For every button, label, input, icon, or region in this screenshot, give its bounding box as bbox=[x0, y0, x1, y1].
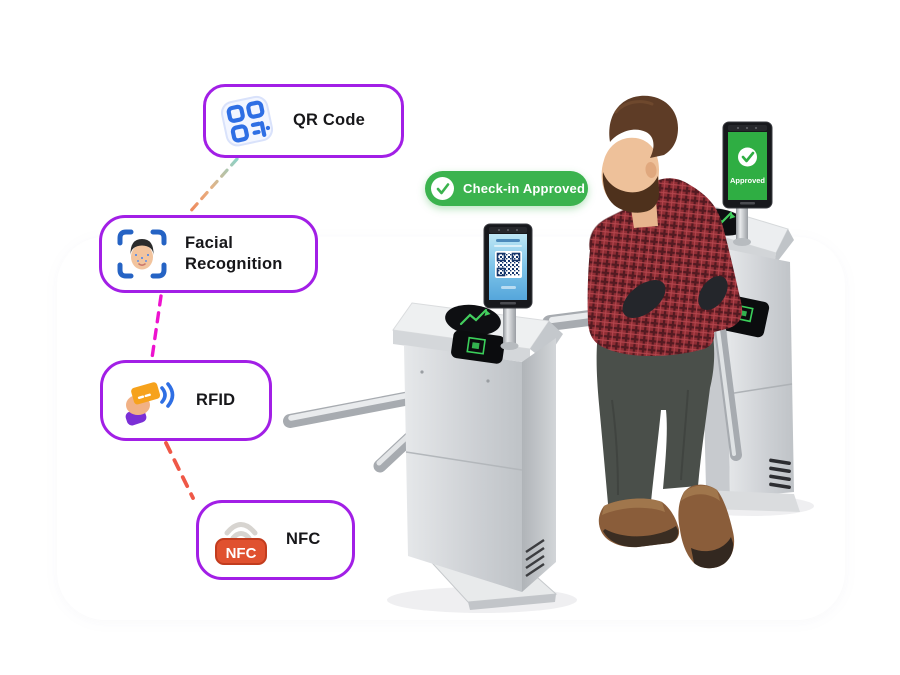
ear bbox=[645, 162, 657, 178]
exit-screen-label: Approved bbox=[730, 176, 765, 185]
entry-reader-circle bbox=[445, 304, 501, 336]
exit-screen: Approved bbox=[722, 121, 773, 209]
elbow-patch-right bbox=[698, 275, 728, 311]
status-badge-label: Check-in Approved bbox=[463, 181, 586, 196]
elbow-patch-left bbox=[622, 280, 666, 318]
checkin-approved-badge: Check-in Approved bbox=[425, 171, 588, 206]
entry-screen bbox=[483, 223, 533, 309]
nfc-badge-text: NFC bbox=[226, 545, 257, 562]
facial-recognition-icon bbox=[115, 227, 169, 281]
person-walking bbox=[587, 95, 743, 569]
connector-lines bbox=[150, 157, 239, 500]
boots bbox=[598, 484, 735, 569]
nfc-icon: NFC bbox=[212, 512, 270, 568]
method-pill-rfid: RFID bbox=[100, 360, 272, 441]
connector-qr-to-facial bbox=[186, 157, 239, 216]
check-circle-icon bbox=[431, 177, 454, 200]
entry-turnstile bbox=[283, 223, 577, 613]
method-label: Facial Recognition bbox=[185, 233, 283, 273]
qr-code-icon bbox=[215, 88, 281, 154]
method-label: RFID bbox=[196, 390, 236, 409]
connector-facial-to-rfid bbox=[150, 294, 163, 360]
method-label: NFC bbox=[286, 530, 321, 549]
method-label: QR Code bbox=[293, 111, 365, 130]
entry-qr-scanner bbox=[451, 330, 505, 364]
connector-rfid-to-nfc bbox=[164, 441, 195, 500]
method-pill-facial-recognition: Facial Recognition bbox=[99, 215, 318, 293]
method-pill-qr-code: QR Code bbox=[203, 84, 404, 158]
vent-grill bbox=[769, 458, 791, 490]
qr-code-display bbox=[495, 251, 522, 278]
vent-grill bbox=[525, 539, 545, 577]
rfid-icon bbox=[116, 372, 180, 430]
method-pill-nfc: NFC NFC bbox=[196, 500, 355, 580]
